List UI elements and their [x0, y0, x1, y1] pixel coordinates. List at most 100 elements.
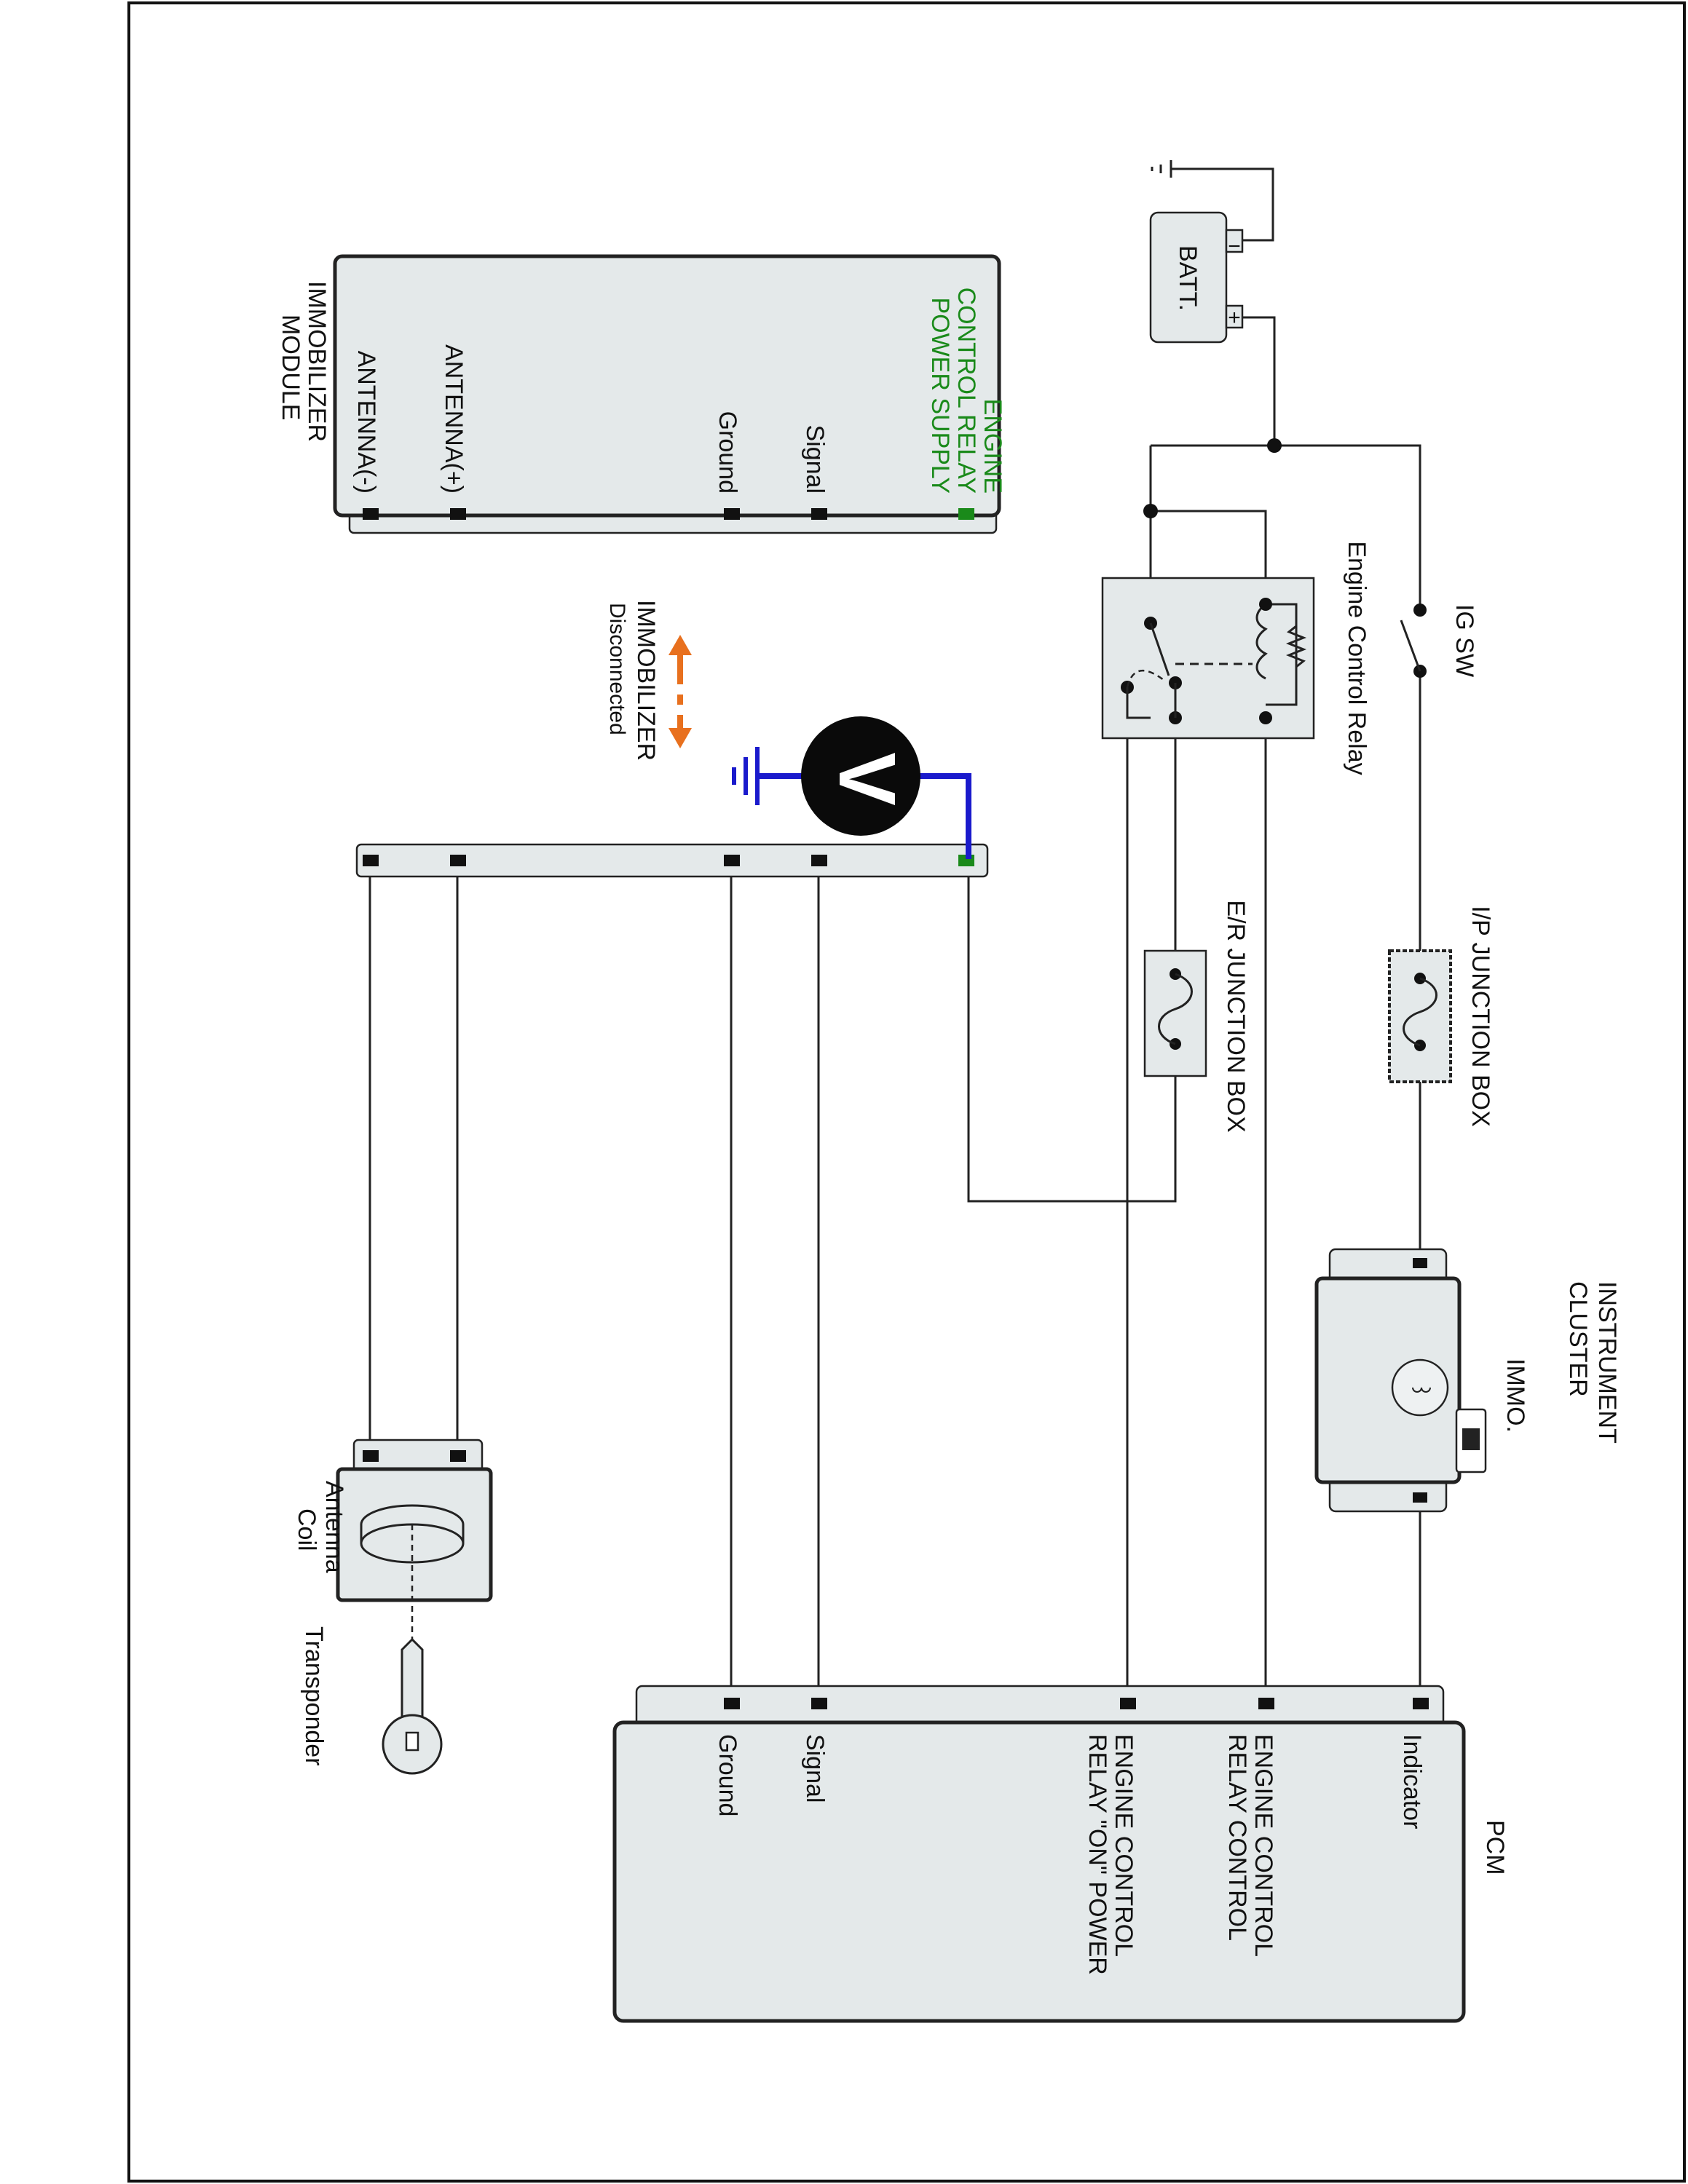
- splice-dot: [1267, 438, 1282, 453]
- immo-pin-antenna-minus-label: ANTENNA(-): [352, 351, 380, 494]
- pcm-pin: [724, 1698, 740, 1709]
- immo-pin-power-label-1: ENGINE: [979, 399, 1006, 494]
- battery-label: BATT.: [1174, 245, 1202, 311]
- instrument-cluster: IMMO. INSTRUMENT CLUSTER: [1314, 1248, 1621, 1513]
- immo-pin-signal: [811, 508, 827, 520]
- relay-blade-path: [1126, 669, 1164, 688]
- arrow-up-icon: [669, 635, 692, 655]
- relay-label: Engine Control Relay: [1343, 541, 1370, 775]
- immo-pin-signal-label: Signal: [801, 424, 829, 494]
- immo-pin-ground: [724, 508, 740, 520]
- fuse-icon: [1158, 973, 1193, 1045]
- harness-connector-body: [355, 843, 989, 878]
- immo-pin-power-label-2: CONTROL RELAY: [953, 288, 980, 494]
- cluster-title-1: INSTRUMENT: [1593, 1281, 1621, 1444]
- pcm-body: [612, 1720, 1466, 2023]
- pcm-pin-ground: Ground: [714, 1734, 741, 1816]
- immobilizer-module: ENGINE CONTROL RELAY POWER SUPPLY Signal…: [277, 254, 1006, 534]
- antenna-body: [336, 1467, 493, 1602]
- car-key-icon: [1462, 1428, 1480, 1450]
- splice-dot: [1143, 504, 1158, 518]
- pcm: PCM Indicator ENGINE CONTROL RELAY CONTR…: [612, 1685, 1509, 2023]
- transponder-chip-icon: [405, 1731, 419, 1752]
- er-to-immo-wire: [967, 865, 1177, 1203]
- relay-coil-feed-wire: [1151, 510, 1267, 604]
- coil-top: [360, 1504, 465, 1543]
- harness-pin-ground: [724, 855, 740, 866]
- pcm-pin-relay-control-1: ENGINE CONTROL: [1250, 1734, 1277, 1957]
- immo-title-2: MODULE: [277, 314, 304, 420]
- transponder-label: Transponder: [300, 1626, 328, 1766]
- battery-positive-wire: [1238, 316, 1276, 446]
- immo-pin-power-label-3: POWER SUPPLY: [926, 297, 954, 494]
- wires: [368, 160, 1421, 1705]
- immo-body: [333, 254, 1001, 518]
- pcm-pin-indicator: Indicator: [1398, 1734, 1426, 1829]
- harness-connector: [355, 843, 989, 878]
- er-junction-label: E/R JUNCTION BOX: [1222, 900, 1250, 1132]
- indicator-lamp-icon: [1391, 1358, 1449, 1417]
- minus-sign: −: [1228, 234, 1241, 258]
- ig-feed-wire: [1151, 444, 1421, 610]
- ip-junction-body: [1388, 949, 1452, 1083]
- er-junction-box: E/R JUNCTION BOX: [1143, 900, 1250, 1133]
- ip-junction-box: I/P JUNCTION BOX: [1388, 906, 1494, 1127]
- harness-pin-antenna-minus: [363, 855, 379, 866]
- engine-control-relay: Engine Control Relay: [1101, 541, 1370, 775]
- immo-pin-antenna-minus: [363, 508, 379, 520]
- pcm-pin: [1258, 1698, 1274, 1709]
- pcm-pin: [811, 1698, 827, 1709]
- harness-pin-signal: [811, 855, 827, 866]
- battery-body: [1149, 211, 1228, 344]
- antenna-coil: Antenna Coil: [293, 1439, 493, 1650]
- page-frame: [127, 1, 1686, 2183]
- pcm-pin-signal: Signal: [801, 1734, 829, 1803]
- antenna-label-1: Antenna: [320, 1481, 348, 1573]
- antenna-label-2: Coil: [293, 1508, 320, 1551]
- switch-contact: [1413, 604, 1427, 617]
- ig-switch: IG SW: [1400, 604, 1478, 678]
- immo-label: IMMO.: [1502, 1358, 1529, 1433]
- relay-coil: [1255, 603, 1268, 680]
- pcm-pin-relay-control-2: RELAY CONTROL: [1223, 1734, 1251, 1941]
- immo-pin-antenna-plus: [450, 508, 466, 520]
- harness-pin-antenna-plus: [450, 855, 466, 866]
- battery-positive-terminal: [1225, 304, 1244, 329]
- disconnect-note-2: Disconnected: [605, 603, 629, 735]
- disconnect-indicator: IMMOBILIZER Disconnected: [605, 600, 692, 761]
- coil-resistor-loop: [1266, 603, 1298, 706]
- pcm-pin-relay-on-2: RELAY "ON" POWER: [1084, 1734, 1111, 1975]
- relay-terminal: [1259, 598, 1272, 611]
- ig-switch-label: IG SW: [1451, 604, 1478, 677]
- ip-junction-label: I/P JUNCTION BOX: [1467, 906, 1494, 1127]
- relay-body: [1101, 577, 1315, 740]
- arrow-down-icon: [669, 728, 692, 748]
- relay-blade: [1149, 622, 1170, 676]
- antenna-pin: [363, 1450, 379, 1462]
- voltmeter: V: [732, 716, 971, 859]
- plus-sign: +: [1228, 306, 1241, 330]
- immo-pin-power: [958, 508, 974, 520]
- immo-title-1: IMMOBILIZER: [303, 281, 331, 442]
- lamp-filament: [1412, 1387, 1431, 1393]
- voltmeter-ground-icon: [732, 747, 760, 805]
- battery: − + BATT.: [1149, 211, 1244, 344]
- fuse-icon: [1403, 977, 1437, 1047]
- pcm-pin: [1120, 1698, 1136, 1709]
- voltmeter-symbol: V: [822, 752, 912, 805]
- voltmeter-positive-lead: [915, 773, 971, 859]
- disconnect-note-1: IMMOBILIZER: [632, 600, 660, 761]
- immo-pin-antenna-plus-label: ANTENNA(+): [440, 344, 468, 494]
- pcm-pin-relay-on-1: ENGINE CONTROL: [1110, 1734, 1137, 1957]
- key-blade-icon: [401, 1637, 424, 1720]
- relay-terminal: [1259, 711, 1272, 724]
- immo-pin-ground-label: Ground: [714, 411, 741, 494]
- ground-symbol-lines: [1151, 165, 1162, 173]
- transponder-key: Transponder: [300, 1626, 443, 1775]
- battery-ground-wire: [1171, 167, 1274, 242]
- cluster-body: [1314, 1276, 1462, 1484]
- cluster-pin: [1413, 1258, 1427, 1268]
- voltmeter-icon: [801, 716, 920, 836]
- cluster-title-2: CLUSTER: [1564, 1281, 1592, 1397]
- antenna-pin: [450, 1450, 466, 1462]
